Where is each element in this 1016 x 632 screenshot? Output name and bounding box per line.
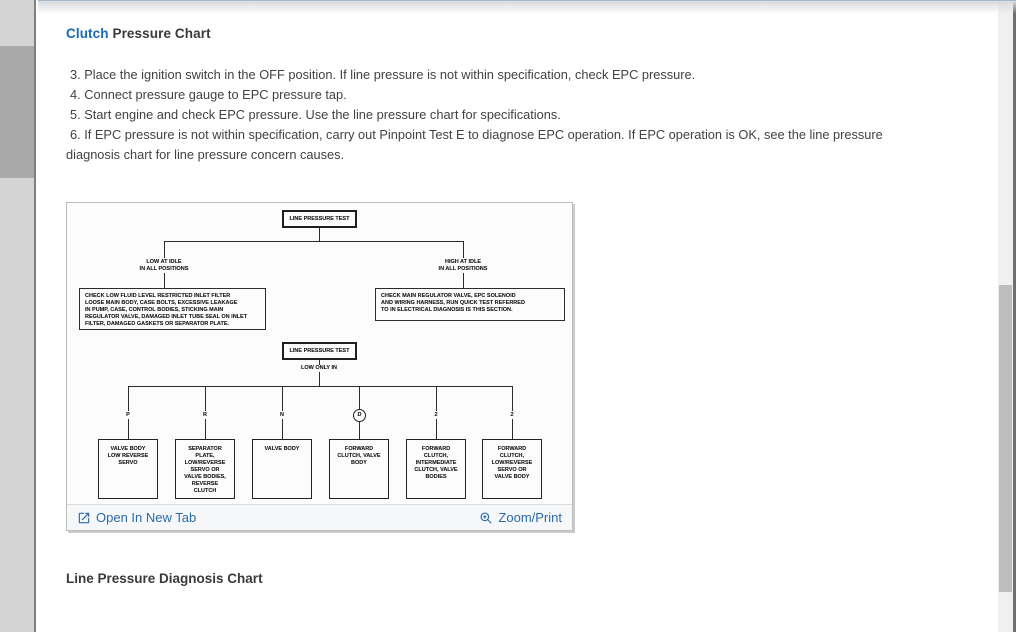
zoom-print-label: Zoom/Print [498, 510, 562, 525]
leaf-box-valve-body: VALVE BODY [252, 439, 312, 499]
connector-line [463, 273, 464, 288]
open-in-new-tab-label: Open In New Tab [96, 510, 197, 525]
left-scrollbar[interactable] [0, 0, 36, 632]
flowchart-box-line-pressure-test-1: LINE PRESSURE TEST [282, 210, 357, 228]
procedure-steps: 3. Place the ignition switch in the OFF … [66, 65, 970, 165]
branch-box-low-causes: CHECK LOW FLUID LEVEL RESTRICTED INLET F… [79, 288, 266, 330]
leaf-box-valve-body-low-reverse-servo: VALVE BODY LOW REVERSE SERVO [98, 439, 158, 499]
section-heading: Line Pressure Diagnosis Chart [66, 571, 263, 586]
connector-line [164, 241, 464, 242]
leaf-box-separator-plate: SEPARATOR PLATE, LOW/REVERSE SERVO OR VA… [175, 439, 235, 499]
zoom-icon [480, 511, 493, 524]
step-4: 4. Connect pressure gauge to EPC pressur… [70, 87, 347, 102]
branch-box-high-causes: CHECK MAIN REGULATOR VALVE, EPC SOLENOID… [375, 288, 565, 321]
gear-label-r: R [195, 411, 215, 419]
page-title: Clutch Pressure Chart [66, 26, 970, 41]
flowchart-canvas: LINE PRESSURE TEST LOW AT IDLE IN ALL PO… [67, 203, 572, 504]
leaf-box-forward-clutch-low-reverse: FORWARD CLUTCH, LOW/REVERSE SERVO OR VAL… [482, 439, 542, 499]
step-3: 3. Place the ignition switch in the OFF … [70, 67, 696, 82]
connector-line [463, 241, 464, 258]
branch-label-high-at-idle: HIGH AT IDLE IN ALL POSITIONS [413, 259, 513, 273]
leaf-box-forward-clutch-valve-body: FORWARD CLUTCH, VALVE BODY [329, 439, 389, 499]
label-low-only-in: LOW ONLY IN [279, 365, 359, 372]
figure-toolbar: Open In New Tab Zoom/Print [67, 504, 572, 530]
article-pane: Clutch Pressure Chart 3. Place the ignit… [38, 0, 998, 632]
zoom-print-link[interactable]: Zoom/Print [479, 510, 562, 525]
open-in-new-tab-link[interactable]: Open In New Tab [77, 510, 196, 525]
left-scrollbar-thumb[interactable] [0, 46, 34, 178]
leaf-box-forward-intermediate-clutch: FORWARD CLUTCH, INTERMEDIATE CLUTCH, VAL… [406, 439, 466, 499]
connector-line [164, 241, 165, 258]
right-scrollbar-thumb[interactable] [999, 285, 1012, 592]
page-title-rest: Pressure Chart [112, 26, 211, 41]
connector-line [164, 273, 165, 288]
open-in-new-tab-icon [78, 512, 90, 523]
connector-line [319, 228, 320, 241]
gear-label-d-circled: D [353, 409, 366, 422]
flowchart-figure: LINE PRESSURE TEST LOW AT IDLE IN ALL PO… [66, 202, 573, 531]
step-6: 6. If EPC pressure is not within specifi… [66, 127, 883, 162]
connector-line [128, 386, 512, 387]
step-5: 5. Start engine and check EPC pressure. … [70, 107, 561, 122]
flowchart-box-line-pressure-test-2: LINE PRESSURE TEST [282, 342, 357, 360]
gear-label-2b: 2 [502, 411, 522, 419]
gear-label-2: 2 [426, 411, 446, 419]
gear-label-n: N [272, 411, 292, 419]
gear-label-p: P [118, 411, 138, 419]
clutch-link[interactable]: Clutch [66, 26, 109, 41]
connector-line [319, 360, 320, 386]
branch-label-low-at-idle: LOW AT IDLE IN ALL POSITIONS [114, 259, 214, 273]
right-scrollbar[interactable] [998, 0, 1016, 632]
